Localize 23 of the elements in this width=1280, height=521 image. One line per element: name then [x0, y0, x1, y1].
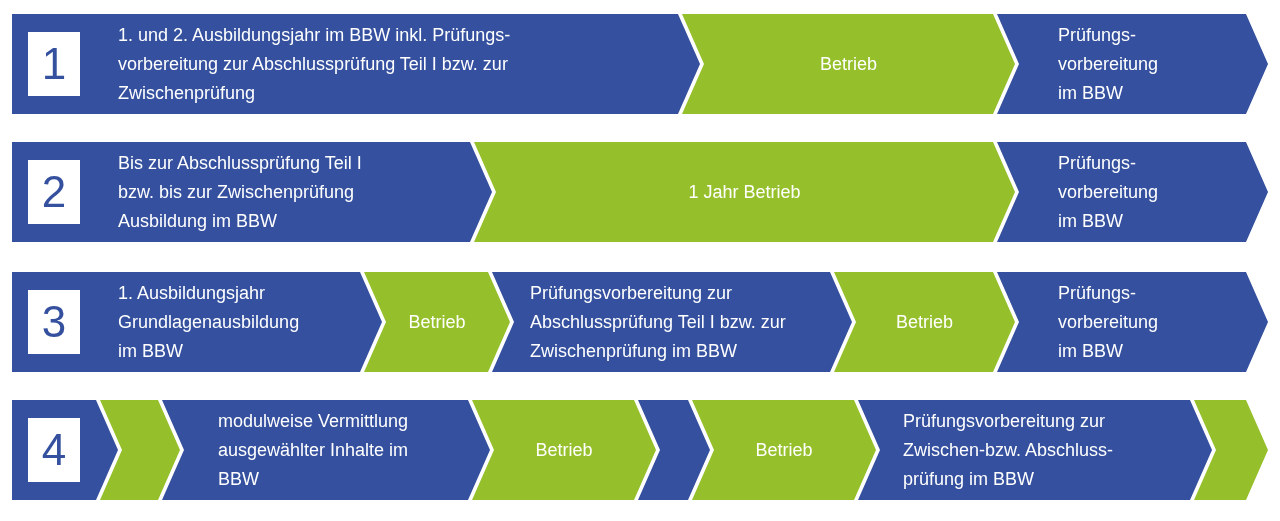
arrow-segment [12, 272, 382, 372]
segment-text: Bis zur Abschlussprüfung Teil I bzw. bis zur Zwischenprüfung Ausbildung im BBW [118, 151, 363, 233]
segment-text: Betrieb [535, 438, 593, 462]
step-number: 2 [28, 160, 80, 224]
segment-text: modulweise Vermittlung ausgewählter Inhalte im BBW [218, 409, 410, 491]
arrow-segment [12, 400, 118, 500]
segment-text: Prüfungs- vorbereitung im BBW [1058, 151, 1160, 233]
arrow-segment [12, 14, 700, 114]
segment-text: 1 Jahr Betrieb [688, 180, 801, 204]
segment-text: 1. und 2. Ausbildungsjahr im BBW inkl. Prüfungs- vorbereitung zur Abschlussprüfung Teil I bzw. zur Zwischenprüfung [118, 23, 512, 105]
segment-text: Prüfungsvorbereitung zur Zwischen-bzw. Abschluss- prüfung im BBW [903, 409, 1115, 491]
segment-text: Betrieb [895, 310, 953, 334]
segment-text: Prüfungs- vorbereitung im BBW [1058, 23, 1160, 105]
segment-text: Betrieb [755, 438, 813, 462]
step-number: 1 [28, 32, 80, 96]
segment-text: Betrieb [819, 52, 877, 76]
step-number: 3 [28, 290, 80, 354]
segment-text: 1. Ausbildungsjahr Grundlagenausbildung im BBW [118, 281, 301, 363]
segment-text: Prüfungs- vorbereitung im BBW [1058, 281, 1160, 363]
segment-text: Prüfungsvorbereitung zur Abschlussprüfung Teil I bzw. zur Zwischenprüfung im BBW [530, 281, 787, 363]
step-number: 4 [28, 418, 80, 482]
segment-text: Betrieb [408, 310, 466, 334]
arrow-segment [12, 142, 492, 242]
